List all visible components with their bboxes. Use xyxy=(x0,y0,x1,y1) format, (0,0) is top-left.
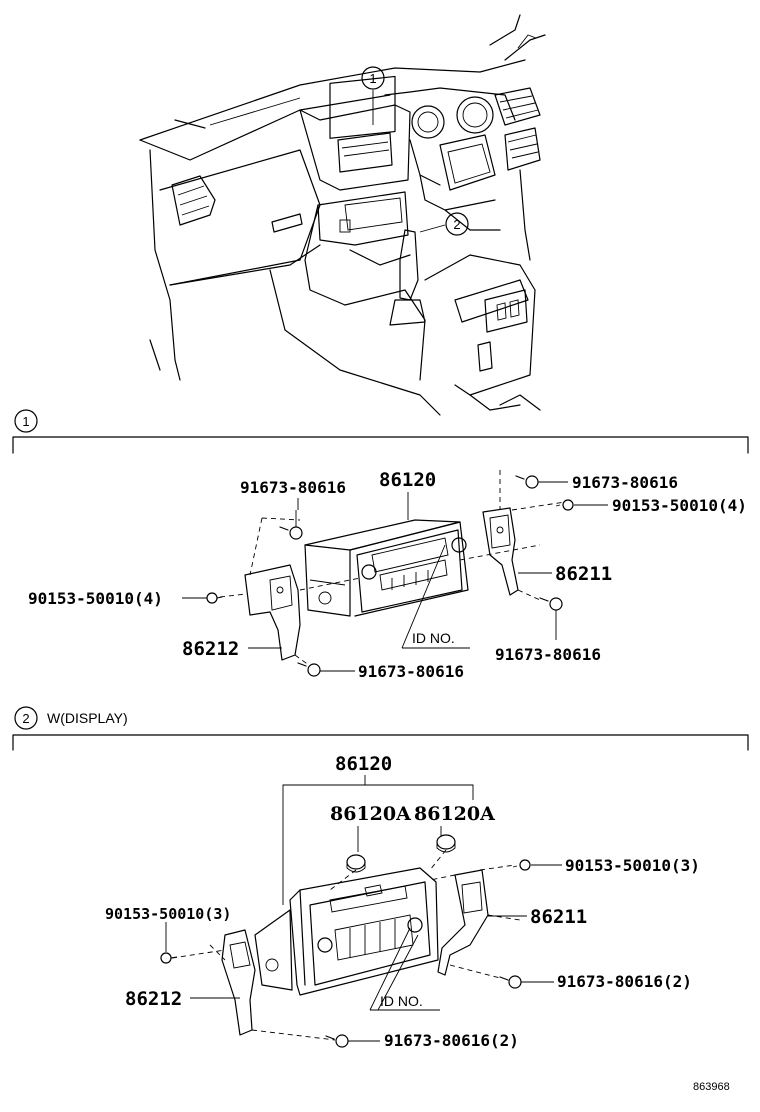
s1-bracket-86211-label: 86211 xyxy=(555,563,612,585)
s2-bracket-86212-label: 86212 xyxy=(125,988,182,1010)
s2-knob-86120a-left-label: 86120A xyxy=(330,803,411,825)
section-1-header: 1 xyxy=(12,409,749,454)
s2-knob-left-icon xyxy=(346,854,366,873)
section-1-marker xyxy=(14,409,38,433)
s1-bolt-bottom-right-icon xyxy=(539,597,563,611)
s2-bolt-right-label: 91673-80616(2) xyxy=(557,972,692,991)
s1-bolt-top-left-label: 91673-80616 xyxy=(240,478,346,497)
section-2-header: 2 W(DISPLAY) xyxy=(12,706,749,751)
s2-id-no-label: ID NO. xyxy=(380,993,423,1009)
s2-screw-left-label: 90153-50010(3) xyxy=(105,905,231,923)
callout-2-number: 2 xyxy=(453,217,460,232)
section-1-radio-assembly: ID NO. 86120 91673-80616 xyxy=(28,469,747,681)
s2-bracket-86211-label: 86211 xyxy=(530,906,587,928)
s1-bolt-top-left-icon xyxy=(279,526,303,540)
s1-bolt-bottom-left-icon xyxy=(297,662,321,677)
s1-screw-left-label: 90153-50010(4) xyxy=(28,589,163,608)
s1-bolt-bottom-left-label: 91673-80616 xyxy=(358,662,464,681)
section-2-display-assembly: 86120 86120A 86120A ID NO. xyxy=(105,753,700,1050)
s2-screw-right-label: 90153-50010(3) xyxy=(565,856,700,875)
s1-screw-left-icon xyxy=(206,592,223,604)
s2-knob-86120a-right-label: 86120A xyxy=(414,803,495,825)
s1-screw-right-icon xyxy=(555,499,574,511)
s1-part-86120-label: 86120 xyxy=(379,469,436,491)
s1-bolt-top-right-label: 91673-80616 xyxy=(572,473,678,492)
s2-screw-left-icon xyxy=(160,952,178,964)
diagram-code: 863968 xyxy=(693,1081,730,1093)
s1-bolt-bottom-right-label: 91673-80616 xyxy=(495,645,601,664)
section-2-number: 2 xyxy=(22,711,29,726)
s1-screw-right-label: 90153-50010(4) xyxy=(612,496,747,515)
callout-1-marker xyxy=(361,66,385,90)
callout-1-number: 1 xyxy=(369,71,376,86)
s1-bolt-top-right-icon xyxy=(515,475,539,489)
s2-bolt-bottom-label: 91673-80616(2) xyxy=(384,1031,519,1050)
s2-knob-right-icon xyxy=(436,834,456,853)
s2-bolt-right-icon xyxy=(499,975,522,989)
s1-id-no-label: ID NO. xyxy=(412,630,455,646)
s1-bracket-86212-label: 86212 xyxy=(182,638,239,660)
s2-screw-right-icon xyxy=(512,859,531,871)
s2-part-86120-label: 86120 xyxy=(335,753,392,775)
callout-2-marker xyxy=(445,212,469,236)
dashboard-overview-illustration: 1 2 xyxy=(139,14,546,416)
section-2-title: W(DISPLAY) xyxy=(47,710,128,726)
section-2-marker xyxy=(14,706,38,730)
s2-bolt-bottom-icon xyxy=(325,1034,349,1048)
section-1-number: 1 xyxy=(22,414,29,429)
